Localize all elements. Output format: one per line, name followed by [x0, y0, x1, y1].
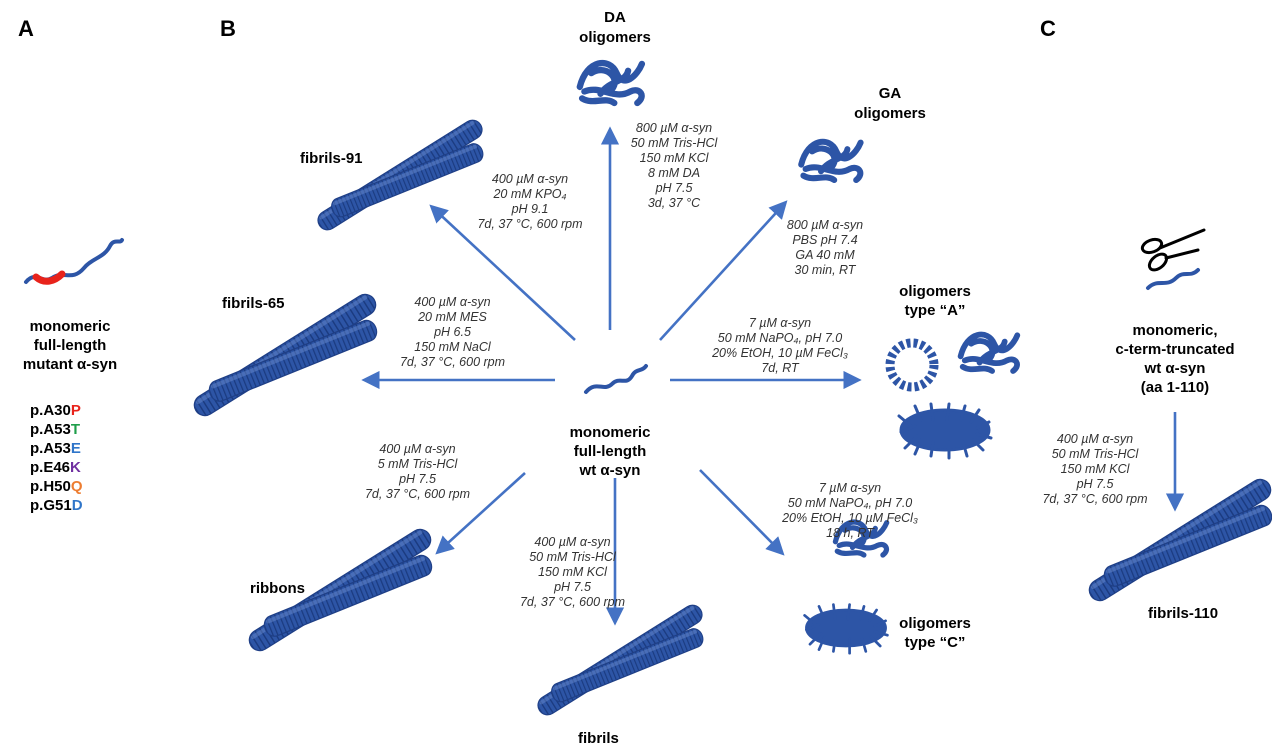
- arrow-to-fibrils-91: [429, 204, 576, 341]
- fibrils-110-label: fibrils-110: [1148, 605, 1219, 622]
- oligomer-a-glyph: [885, 335, 1017, 460]
- oligomer-c-glyph: [803, 522, 888, 655]
- mutation-a30p: p.A30P: [30, 402, 81, 419]
- ga-oligomer-glyph: [801, 142, 860, 180]
- panel-label-b: B: [220, 16, 236, 41]
- da-oligomer-glyph: [580, 63, 642, 103]
- truncated-monomer-glyph: [1140, 228, 1206, 290]
- arrow-to-ga-oligomers: [659, 200, 788, 341]
- mutant-monomer-glyph: [24, 238, 124, 285]
- panel-label-a: A: [18, 16, 34, 41]
- arrow-to-oligomers-c: [699, 469, 785, 556]
- fibrils-label: fibrils: [578, 730, 619, 747]
- reaction-arrows: [361, 126, 1185, 626]
- panel-label-c: C: [1040, 16, 1056, 41]
- ribbons-label: ribbons: [250, 580, 305, 597]
- scissors-icon: [1140, 228, 1206, 272]
- mutation-h50q: p.H50Q: [30, 478, 83, 495]
- mutation-a53e: p.A53E: [30, 440, 81, 457]
- mutation-g51d: p.G51D: [30, 497, 83, 514]
- mutation-list: p.A30P p.A53T p.A53E p.E46K p.H50Q p.G51…: [30, 401, 83, 515]
- fibrils-glyph: [534, 602, 705, 719]
- fibrils-65-label: fibrils-65: [222, 295, 285, 312]
- fibrils-91-label: fibrils-91: [300, 150, 363, 167]
- fibrils-65-glyph: [190, 290, 379, 419]
- mutation-e46k: p.E46K: [30, 459, 81, 476]
- center-monomer-glyph: [584, 364, 648, 394]
- arrow-to-ribbons: [435, 472, 526, 555]
- mutation-a53t: p.A53T: [30, 421, 81, 438]
